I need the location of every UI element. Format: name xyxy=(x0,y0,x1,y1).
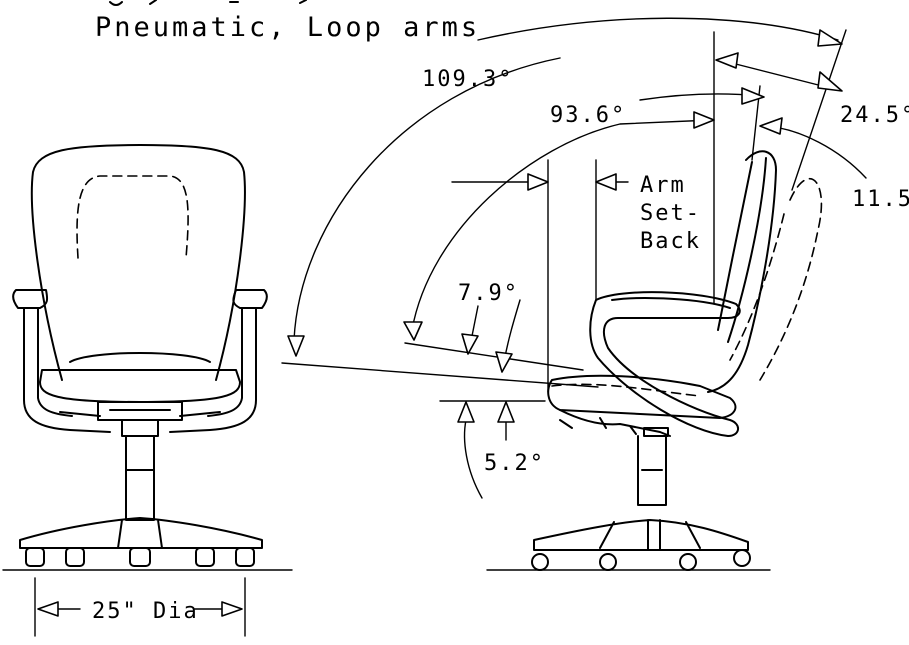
side-base xyxy=(533,519,749,551)
label-recline-total: 109.3° xyxy=(422,67,513,92)
side-seat xyxy=(547,374,737,419)
front-casters xyxy=(25,547,255,567)
front-gas-column xyxy=(125,435,155,521)
front-base xyxy=(19,517,263,549)
side-mechanism xyxy=(559,409,671,437)
front-left-arm xyxy=(12,289,111,433)
dia-arrow-left xyxy=(37,601,59,617)
label-recline-range: 24.5° xyxy=(840,103,909,128)
seat-reference-line xyxy=(281,362,599,388)
label-arm-setback-1: Arm xyxy=(640,173,686,198)
label-seat-pitch: 5.2° xyxy=(484,451,545,476)
header-subtitle: Pneumatic, Loop arms xyxy=(95,12,480,43)
label-arm-setback-3: Back xyxy=(640,229,701,254)
front-column-cap xyxy=(121,419,159,437)
side-casters xyxy=(531,549,751,571)
front-mechanism xyxy=(59,401,221,421)
front-backrest xyxy=(30,144,246,381)
arc-109 xyxy=(293,17,839,341)
label-seat-tilt: 7.9° xyxy=(458,281,519,306)
side-gas-column xyxy=(637,435,667,506)
side-backrest xyxy=(707,150,777,393)
front-lumbar-outline xyxy=(76,175,189,259)
label-arm-setback-2: Set- xyxy=(640,201,701,226)
arc-93 xyxy=(411,119,713,331)
front-seat-cushion xyxy=(39,369,241,403)
front-right-arm xyxy=(169,289,268,433)
setback-arrow-left xyxy=(527,173,549,191)
setback-arrow-right xyxy=(595,173,617,191)
label-back-adjust: 11.5° xyxy=(852,187,909,212)
front-view-chair xyxy=(2,144,293,637)
angle-dimensions xyxy=(281,17,867,499)
base-diameter-label: 25" Dia xyxy=(92,599,199,624)
header-cut-line xyxy=(109,0,307,6)
dia-arrow-right xyxy=(221,601,243,617)
label-back-upright: 93.6° xyxy=(550,103,626,128)
side-reclined-back xyxy=(759,178,823,381)
